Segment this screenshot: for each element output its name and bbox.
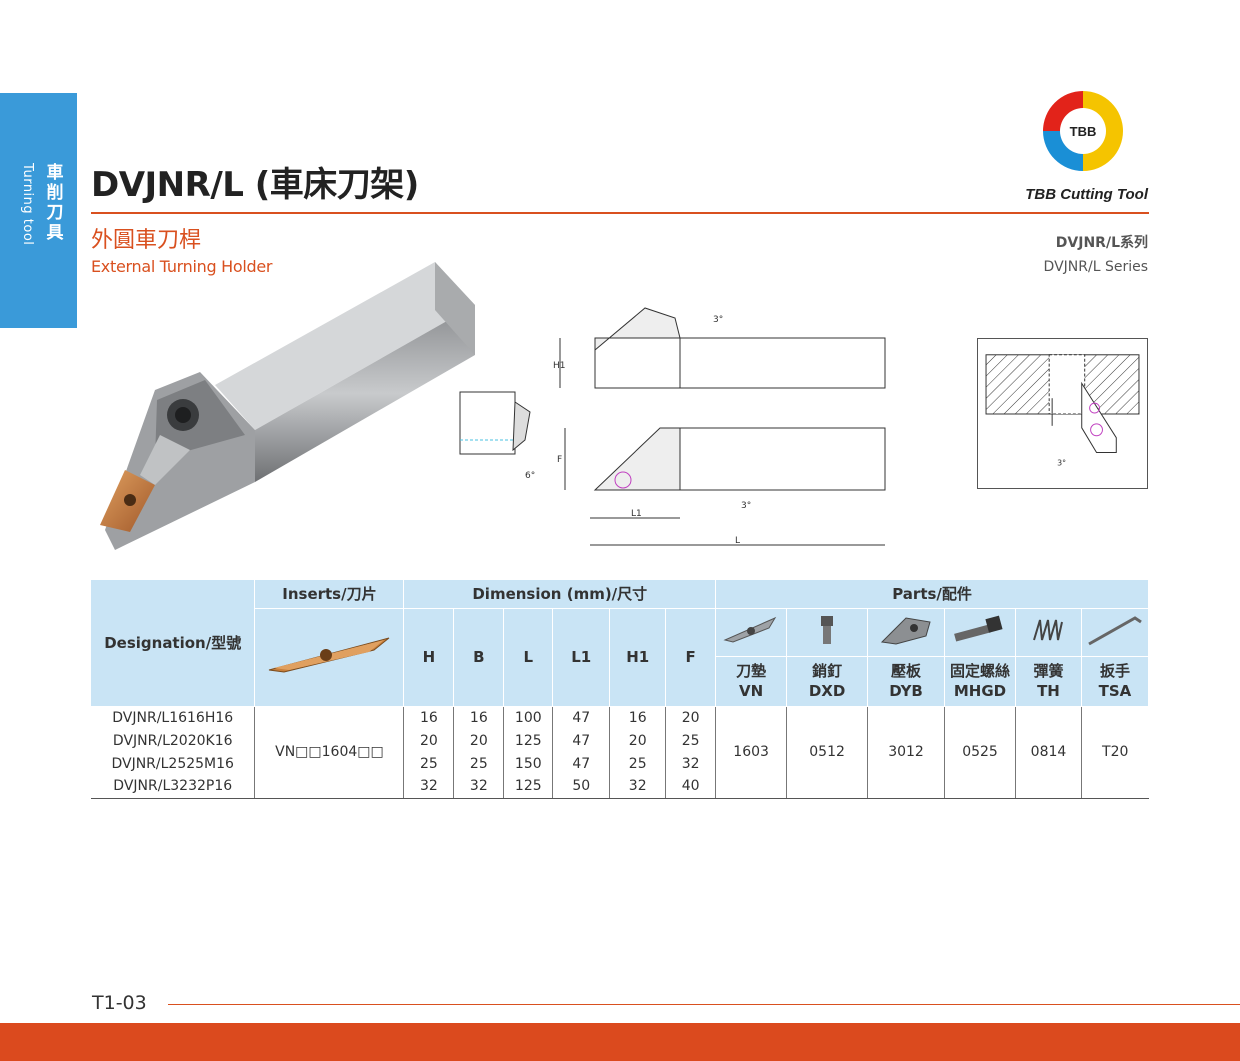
side-tab-cn: 車削刀具 [46, 163, 64, 243]
part-value-mhgd: 0525 [944, 706, 1016, 799]
series-cn: DVJNR/L系列 [1055, 235, 1148, 251]
cell-b: 25 [453, 752, 505, 775]
dim-col-l: L [503, 608, 554, 707]
spring-icon [1015, 608, 1082, 657]
designation-cell: DVJNR/L3232P16 [91, 775, 256, 799]
brand-name: TBB Cutting Tool [1025, 186, 1148, 203]
clamp-icon [867, 608, 946, 657]
detail-view: 3° [977, 338, 1148, 489]
dim-col-f: F [665, 608, 717, 707]
cell-b: 16 [453, 706, 505, 729]
tool-holder-image [100, 262, 475, 550]
dim-col-l1: L1 [552, 608, 611, 707]
designation-cell: DVJNR/L2020K16 [91, 729, 256, 752]
table-row: DVJNR/L2525M16 25 25 150 47 25 32 [91, 752, 1149, 775]
series-en: DVJNR/L Series [1043, 259, 1148, 275]
subtitle-cn: 外圓車刀桿 [91, 228, 202, 253]
wrench-icon [1081, 608, 1150, 657]
designation-header: Designation/型號 [91, 580, 256, 707]
dim-label-f: F [557, 455, 562, 465]
side-tab-en: Turning tool [20, 163, 35, 246]
logo-text: TBB [1070, 124, 1097, 139]
pin-icon [786, 608, 869, 657]
designation-cell: DVJNR/L2525M16 [91, 752, 256, 775]
part-value-dyb: 3012 [867, 706, 946, 799]
cell-l1: 50 [552, 775, 611, 799]
dim-label-h1: H1 [553, 361, 566, 371]
technical-drawing: H1 H 3° F B L1 L 3° 6° [459, 307, 886, 546]
angle-label-end: 6° [525, 471, 535, 481]
cell-f: 25 [665, 729, 717, 752]
insert-value-cell: VN□□1604□□ [254, 706, 405, 799]
cell-f: 20 [665, 706, 717, 729]
cell-h1: 20 [609, 729, 667, 752]
cell-l1: 47 [552, 752, 611, 775]
cell-l: 100 [503, 706, 554, 729]
cell-l1: 47 [552, 706, 611, 729]
subtitle-en: External Turning Holder [91, 257, 273, 276]
part-value-th: 0814 [1015, 706, 1082, 799]
page-title: DVJNR/L (車床刀架) [91, 165, 419, 205]
cell-l: 125 [503, 775, 554, 799]
shim-icon [715, 608, 788, 657]
cell-h: 25 [403, 752, 455, 775]
table-row: DVJNR/L2020K16 20 20 125 47 20 25 [91, 729, 1149, 752]
spec-table: Designation/型號 Inserts/刀片 Dimension (mm)… [91, 580, 1150, 799]
cell-h: 20 [403, 729, 455, 752]
parts-header: Parts/配件 [715, 580, 1149, 609]
screw-icon [944, 608, 1016, 657]
dim-label-l: L [735, 536, 740, 546]
angle-label-top: 3° [713, 315, 723, 325]
cell-f: 40 [665, 775, 717, 799]
cell-h1: 16 [609, 706, 667, 729]
cell-b: 32 [453, 775, 505, 799]
tbb-logo: TBB [1043, 91, 1123, 171]
table-row: DVJNR/L3232P16 32 32 125 50 32 40 [91, 775, 1149, 799]
dim-col-h1: H1 [609, 608, 667, 707]
part-value-dxd: 0512 [786, 706, 869, 799]
part-value-tsa: T20 [1081, 706, 1149, 799]
cell-h: 16 [403, 706, 455, 729]
footer-divider [168, 1004, 1240, 1005]
cell-l: 125 [503, 729, 554, 752]
designation-cell: DVJNR/L1616H16 [91, 706, 256, 729]
angle-label-bottom: 3° [741, 501, 751, 511]
cell-h1: 32 [609, 775, 667, 799]
dimension-header: Dimension (mm)/尺寸 [403, 580, 717, 609]
cell-b: 20 [453, 729, 505, 752]
cell-l1: 47 [552, 729, 611, 752]
insert-image-cell [254, 608, 405, 707]
dim-col-h: H [403, 608, 455, 707]
footer-bar [0, 1023, 1240, 1061]
dim-col-b: B [453, 608, 505, 707]
insert-icon [269, 637, 390, 673]
side-tab-labels: 車削刀具 Turning tool [0, 93, 77, 328]
detail-angle-label: 3° [1057, 458, 1066, 467]
inserts-header: Inserts/刀片 [254, 580, 405, 609]
side-tab [0, 93, 77, 328]
part-value-vn: 1603 [715, 706, 788, 799]
table-row: DVJNR/L1616H16 VN□□1604□□ 16 16 100 47 1… [91, 706, 1149, 799]
dim-label-l1: L1 [631, 509, 642, 519]
page-number: T1-03 [92, 992, 147, 1014]
cell-h1: 25 [609, 752, 667, 775]
cell-h: 32 [403, 775, 455, 799]
title-divider [91, 212, 1149, 214]
cell-l: 150 [503, 752, 554, 775]
cell-f: 32 [665, 752, 717, 775]
